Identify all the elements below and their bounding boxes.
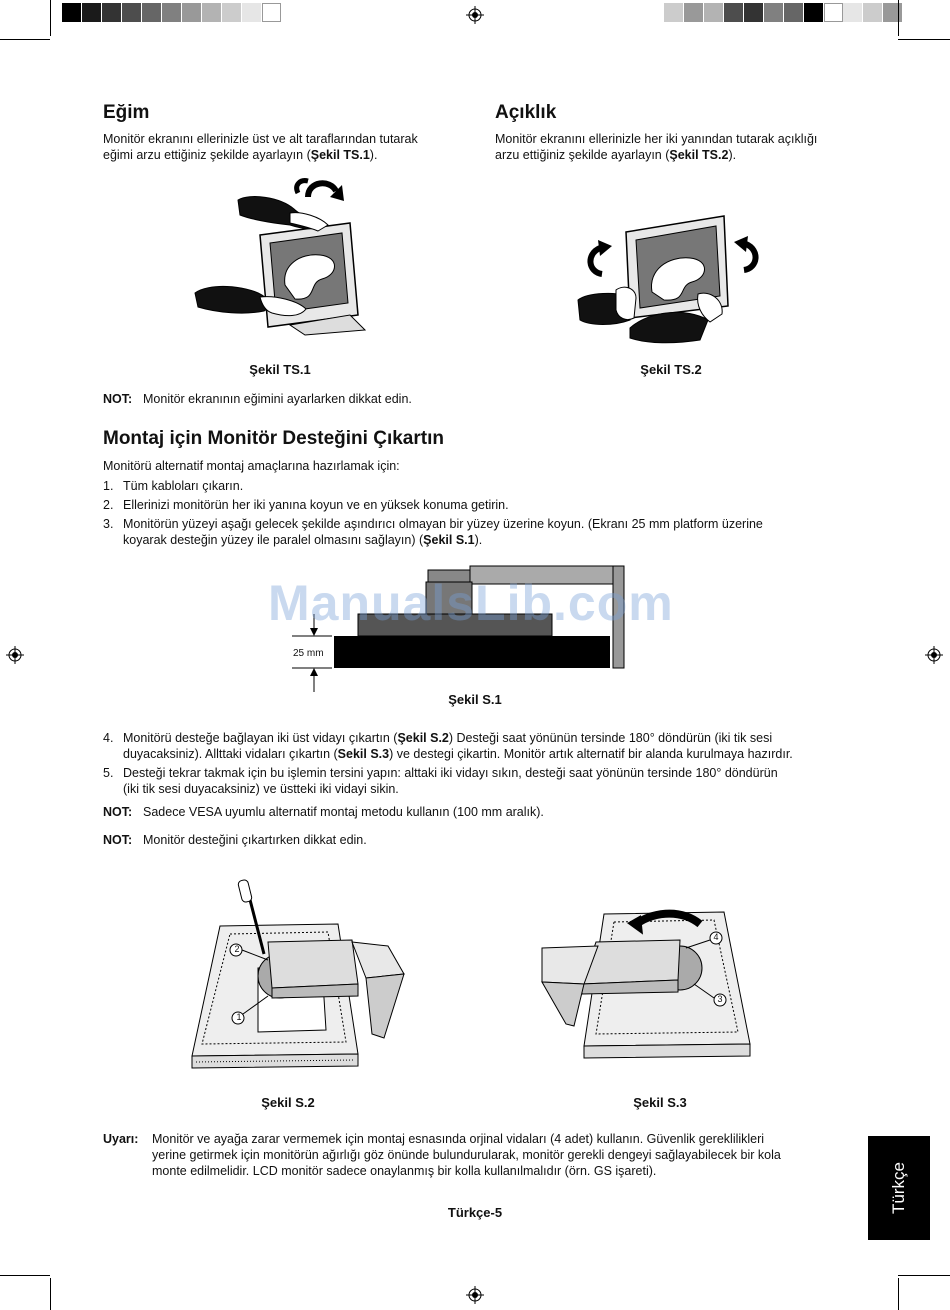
dimension-label: 25 mm	[293, 648, 324, 659]
page-number: Türkçe-5	[447, 1205, 503, 1220]
registration-mark-icon	[6, 646, 24, 664]
language-tab: Türkçe	[868, 1136, 930, 1240]
step-2: 2.Ellerinizi monitörün her iki yanına ko…	[103, 498, 509, 512]
egim-paragraph: Monitör ekranını ellerinizle üst ve alt …	[103, 132, 418, 162]
gray-scale-strip-left	[62, 3, 281, 22]
egim-heading: Eğim	[103, 102, 150, 123]
steps-list-a: 1.Tüm kabloları çıkarın. 2.Ellerinizi mo…	[103, 478, 843, 551]
language-tab-label: Türkçe	[889, 1162, 908, 1214]
figure-s1-caption: Şekil S.1	[448, 692, 502, 707]
step-5: 5. Desteği tekrar takmak için bu işlemin…	[103, 766, 778, 796]
callout-3: 3	[717, 994, 723, 1004]
watermark: ManualsLib.com	[268, 575, 674, 631]
figure-s2-caption: Şekil S.2	[261, 1095, 315, 1110]
note-vesa: NOT:Sadece VESA uyumlu alternatif montaj…	[103, 805, 544, 819]
steps-list-b: 4. Monitörü desteğe bağlayan iki üst vid…	[103, 730, 853, 800]
crop-mark	[898, 39, 950, 40]
warning-text: Monitör ve ayağa zarar vermemek için mon…	[152, 1132, 781, 1178]
figure-s3-caption: Şekil S.3	[633, 1095, 687, 1110]
note-tilt: NOT:Monitör ekranının eğimini ayarlarken…	[103, 392, 412, 406]
gray-scale-strip-right	[664, 3, 903, 22]
crop-mark	[898, 1278, 899, 1310]
montaj-intro: Monitörü alternatif montaj amaçlarına ha…	[103, 459, 400, 473]
warning-label: Uyarı:	[103, 1132, 139, 1146]
platform-illustration	[292, 565, 625, 692]
registration-mark-icon	[466, 1286, 484, 1304]
callout-4: 4	[713, 932, 719, 942]
tilt-illustration	[194, 178, 367, 336]
callout-1: 1	[236, 1012, 242, 1022]
registration-mark-icon	[925, 646, 943, 664]
figure-ts1-caption: Şekil TS.1	[249, 362, 311, 377]
crop-mark	[898, 1275, 950, 1276]
aciklik-paragraph: Monitör ekranını ellerinizle her iki yan…	[495, 132, 818, 162]
step-4: 4. Monitörü desteğe bağlayan iki üst vid…	[103, 731, 793, 761]
crop-mark	[50, 1278, 51, 1310]
crop-mark	[50, 0, 51, 36]
figure-ts2-caption: Şekil TS.2	[640, 362, 702, 377]
callout-2: 2	[234, 944, 240, 954]
aciklik-heading: Açıklık	[495, 102, 557, 123]
stand-removal-illustration-1	[191, 879, 405, 1069]
stand-removal-illustration-2	[541, 909, 751, 1059]
note-remove: NOT:Monitör desteğini çıkartırken dikkat…	[103, 833, 367, 847]
step-1: 1.Tüm kabloları çıkarın.	[103, 479, 244, 493]
registration-mark-icon	[466, 6, 484, 24]
step-3: 3. Monitörün yüzeyi aşağı gelecek şekild…	[103, 517, 763, 547]
crop-mark	[0, 1275, 50, 1276]
swivel-illustration	[577, 215, 759, 344]
crop-mark	[898, 0, 899, 36]
crop-mark	[0, 39, 50, 40]
montaj-heading: Montaj için Monitör Desteğini Çıkartın	[103, 428, 444, 449]
